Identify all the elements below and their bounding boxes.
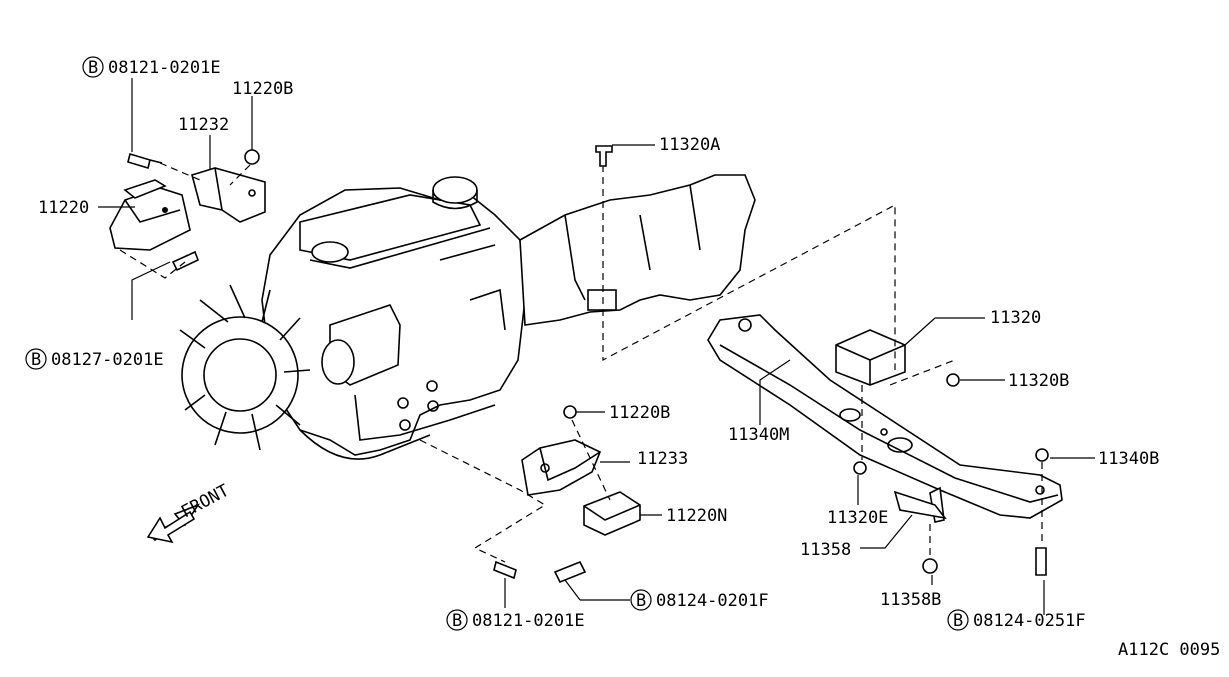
callout-08121-0201E-top: 08121-0201E <box>108 58 221 78</box>
leader-lines <box>98 78 1095 615</box>
transmission <box>519 174 756 326</box>
callout-11320B: 11320B <box>1008 371 1069 391</box>
callout-11320A: 11320A <box>659 135 720 155</box>
callout-08124-0201F: 08124-0201F <box>656 591 769 611</box>
callout-11340B: 11340B <box>1098 449 1159 469</box>
callout-11358: 11358 <box>800 540 851 560</box>
bolt-symbol: B <box>88 58 98 78</box>
crossmember <box>707 314 1063 519</box>
callout-11220B-top: 11220B <box>232 79 293 99</box>
callout-11358B: 11358B <box>880 590 941 610</box>
callout-11320E: 11320E <box>827 508 888 528</box>
front-label: FRONT <box>178 481 233 523</box>
callout-11232: 11232 <box>178 115 229 135</box>
callout-labels: B 08121-0201E 11220B 11232 11220 B 08127… <box>25 56 1220 660</box>
callout-08127-0201E: 08127-0201E <box>51 350 164 370</box>
callout-11233: 11233 <box>637 449 688 469</box>
front-mount-right <box>419 405 1049 584</box>
rear-mount <box>835 329 960 475</box>
bolt-symbol: B <box>31 350 41 370</box>
engine-assembly <box>261 176 581 460</box>
callout-11220N: 11220N <box>666 506 727 526</box>
front-mount-left <box>109 149 266 279</box>
callout-11220B-mid: 11220B <box>609 403 670 423</box>
cooling-fan <box>179 284 311 451</box>
bolt-symbol: B <box>636 591 646 611</box>
callout-08121-0201E-bottom: 08121-0201E <box>472 611 585 631</box>
front-direction-arrow: FRONT <box>146 481 233 544</box>
callout-08124-0251F: 08124-0251F <box>973 611 1086 631</box>
bolt-symbol: B <box>953 611 963 631</box>
callout-11340M: 11340M <box>728 425 789 445</box>
bolt-symbol: B <box>452 611 462 631</box>
callout-11220: 11220 <box>38 198 89 218</box>
callout-11320: 11320 <box>990 308 1041 328</box>
installation-guides <box>595 145 896 370</box>
figure-code: A112C 0095 <box>1118 640 1220 660</box>
